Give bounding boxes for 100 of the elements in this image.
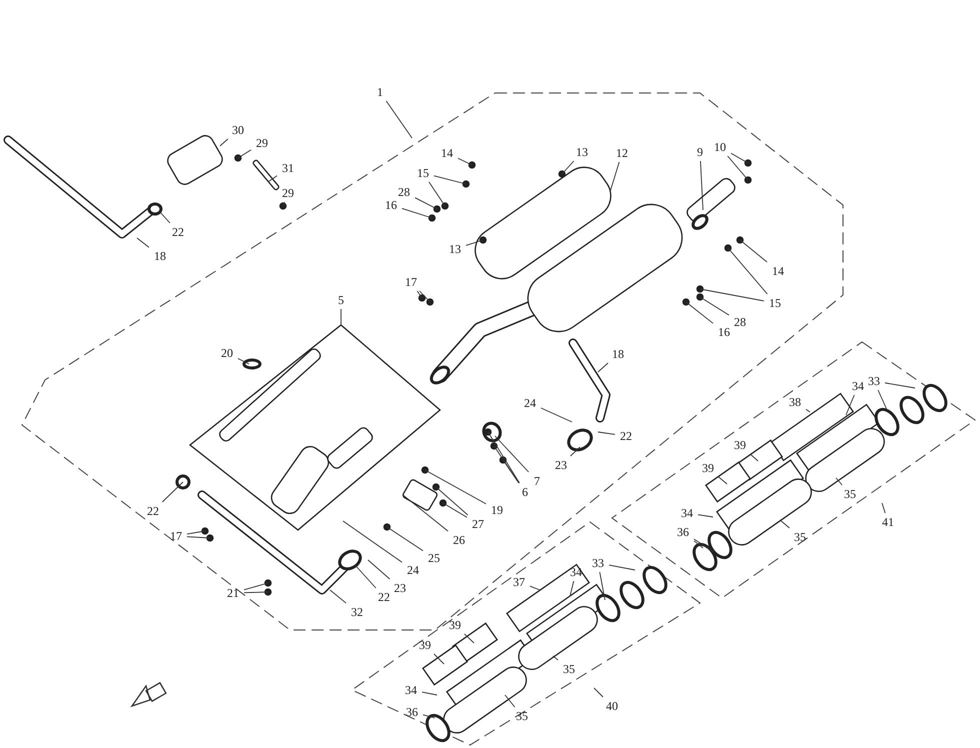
callout-number: 39 (445, 617, 465, 633)
callout-number: 13 (572, 144, 592, 160)
leader-line (434, 654, 444, 664)
leader-line (700, 160, 704, 210)
callout-number: 29 (278, 185, 298, 201)
leader-line (570, 580, 574, 596)
callout-number: 31 (278, 160, 298, 176)
leader-line (836, 478, 843, 486)
leader-line (694, 538, 714, 552)
callout-number: 40 (602, 698, 622, 714)
leader-line (386, 100, 412, 138)
callout-number: 9 (690, 144, 710, 160)
callout-number: 38 (785, 394, 805, 410)
callout-number: 14 (437, 145, 457, 161)
callout-number: 36 (673, 524, 693, 540)
callout-number: 39 (415, 637, 435, 653)
leader-line (504, 694, 516, 708)
leader-line (610, 162, 620, 192)
leader-line (494, 436, 530, 472)
leader-line (552, 656, 558, 661)
callout-number: 16 (381, 197, 401, 213)
leader-line (599, 572, 606, 600)
leader-line (368, 560, 390, 580)
callout-number: 22 (168, 224, 188, 240)
leader-line (728, 248, 768, 294)
leader-line (330, 590, 346, 604)
leader-line (238, 149, 252, 158)
callout-number: 37 (509, 574, 529, 590)
callout-number: 30 (228, 122, 248, 138)
leader-line (424, 470, 486, 504)
leader-line (750, 454, 758, 462)
leader-line (244, 592, 268, 594)
callout-number: 28 (394, 184, 414, 200)
callout-number: 19 (487, 502, 507, 518)
callout-number: 15 (413, 165, 433, 181)
callout-number: 18 (608, 346, 628, 362)
callout-number: 23 (551, 457, 571, 473)
leader-line (494, 446, 520, 484)
leader-line (718, 476, 728, 484)
callout-number: 35 (840, 486, 860, 502)
leader-line (428, 182, 446, 206)
callout-number: 24 (520, 395, 540, 411)
leader-line (414, 197, 438, 210)
leader-line (436, 486, 468, 516)
leader-line (594, 688, 604, 698)
callout-number: 41 (878, 514, 898, 530)
leader-line (416, 290, 422, 298)
callout-number: 36 (402, 704, 422, 720)
leader-line (136, 238, 150, 248)
leader-line (160, 212, 170, 224)
callout-number: 20 (217, 345, 237, 361)
callout-number: 26 (449, 532, 469, 548)
leader-line (686, 302, 714, 324)
callout-number: 35 (512, 708, 532, 724)
callout-number: 34 (401, 682, 421, 698)
leader-line (698, 514, 714, 518)
callout-number: 24 (403, 562, 423, 578)
callout-number: 33 (588, 555, 608, 571)
leader-line (608, 564, 636, 570)
callout-number: 5 (331, 292, 351, 308)
callout-number: 12 (612, 145, 632, 161)
callout-number: 10 (710, 139, 730, 155)
leader-line (220, 138, 228, 146)
callout-number: 35 (559, 661, 579, 677)
callout-number: 35 (790, 529, 810, 545)
leader-line (464, 634, 474, 644)
leader-line (268, 175, 278, 182)
callout-number: 32 (347, 604, 367, 620)
leader-line (780, 520, 790, 528)
leader-line (402, 494, 448, 532)
leader-line (186, 536, 210, 538)
callout-number: 13 (445, 241, 465, 257)
leader-line (186, 530, 206, 535)
leader-line (727, 156, 748, 180)
callout-number: 29 (252, 135, 272, 151)
leader-line (882, 502, 886, 514)
leader-line (342, 520, 402, 563)
leader-line (530, 586, 540, 590)
callout-number: 39 (698, 460, 718, 476)
leader-line (598, 362, 608, 372)
callout-number: 27 (468, 516, 488, 532)
leader-line (562, 160, 574, 174)
leader-line (422, 714, 436, 718)
leader-line (434, 175, 466, 184)
leader-line (570, 446, 580, 456)
leader-line (386, 526, 424, 552)
callout-number: 17 (401, 274, 421, 290)
leader-line (488, 432, 520, 484)
leader-line (458, 158, 472, 166)
leader-line (694, 540, 704, 548)
leader-line (466, 240, 484, 246)
leader-line (442, 502, 468, 518)
callout-number: 22 (143, 503, 163, 519)
leader-line (282, 202, 285, 206)
leader-line (540, 408, 572, 422)
callout-number: 34 (677, 505, 697, 521)
leader-line (700, 288, 764, 302)
callout-number: 17 (166, 528, 186, 544)
callout-number: 39 (730, 437, 750, 453)
callout-number: 14 (768, 263, 788, 279)
